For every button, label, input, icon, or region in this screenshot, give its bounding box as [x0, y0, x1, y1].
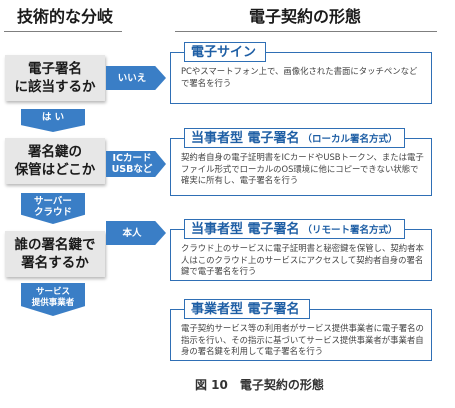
arrow-right-self: 本人 [106, 221, 166, 245]
branch-header-divider [4, 31, 122, 32]
arrow-down-yes: は い [21, 109, 85, 132]
question-key-storage: 署名鍵の 保管はどこか [5, 138, 105, 184]
contract-forms-header: 電子契約の形態 [248, 7, 361, 26]
result-card-provider-signature: 事業者型 電子署名 電子契約サービス等の利用者がサービス提供事業者に電子署名の指… [170, 299, 432, 361]
result-title: 事業者型 電子署名 [184, 299, 310, 319]
contract-forms-header-divider [175, 31, 437, 32]
result-title: 電子サイン [184, 42, 267, 62]
arrow-down-service-provider: サービス 提供事業者 [21, 283, 85, 316]
result-card-e-sign: 電子サイン PCやスマートフォン上で、画像化された書面にタッチペンなどで署名を行… [170, 42, 432, 104]
branch-header: 技術的な分岐 [16, 7, 113, 26]
arrow-right-ic-usb: ICカード USBなど [106, 151, 166, 177]
result-title: 当事者型 電子署名（ローカル署名方式） [184, 128, 405, 148]
result-title: 当事者型 電子署名（リモート署名方式） [184, 219, 405, 239]
question-whose-key: 誰の署名鍵で 署名するか [5, 231, 105, 277]
result-card-remote-signature: 当事者型 電子署名（リモート署名方式） クラウド上のサービスに電子証明書と秘密鍵… [170, 219, 432, 281]
arrow-down-server-cloud: サーバー クラウド [21, 193, 85, 224]
figure-caption: 図 10 電子契約の形態 [195, 378, 324, 392]
result-card-local-signature: 当事者型 電子署名（ローカル署名方式） 契約者自身の電子証明書をICカードやUS… [170, 128, 432, 196]
arrow-right-no: いいえ [106, 66, 166, 90]
question-is-e-signature: 電子署名 に該当するか [5, 55, 105, 101]
